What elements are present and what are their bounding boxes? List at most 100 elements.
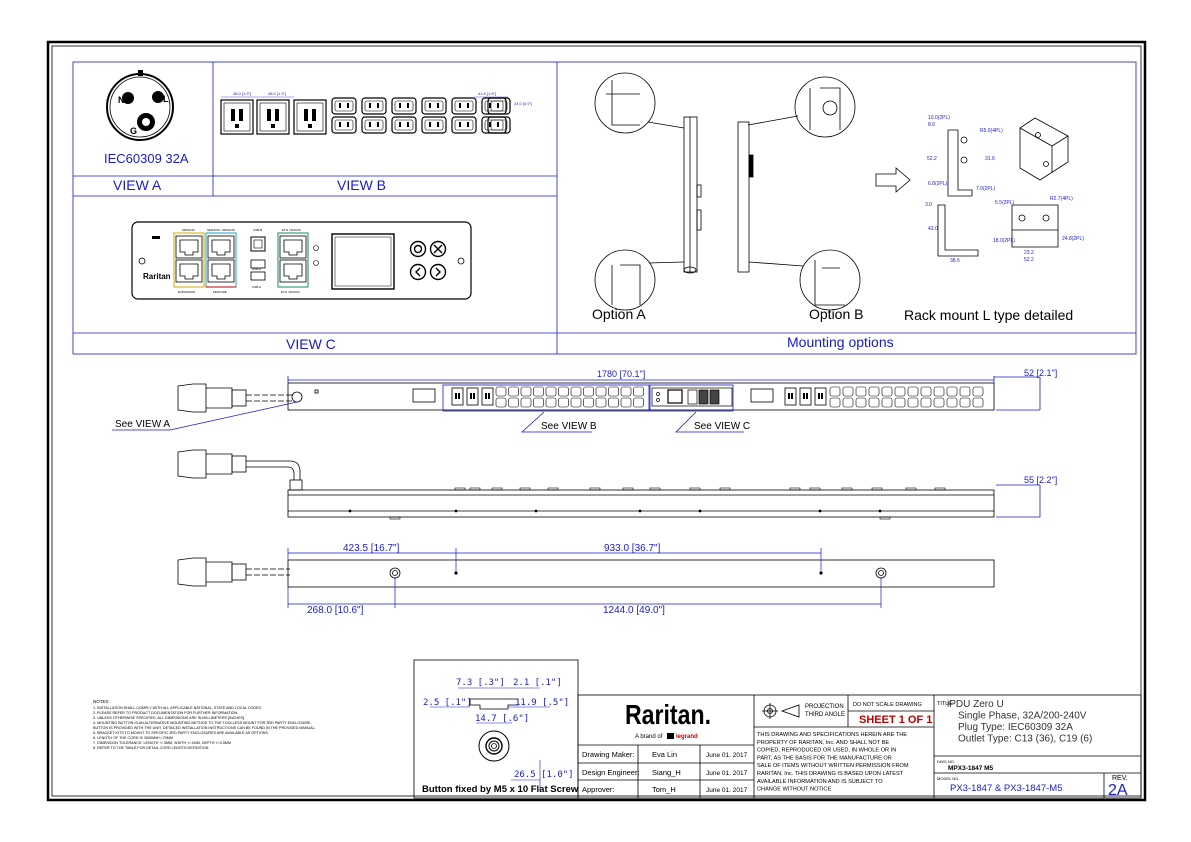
dim-423: 423.5 [16.7"]: [343, 543, 400, 554]
btn-dim-26-5: 26.5 [1.0"]: [514, 770, 574, 780]
c13-outlet-icon: [451, 97, 477, 115]
svg-text:31.6: 31.6: [985, 156, 995, 162]
do-not-scale: DO NOT SCALE DRAWING: [853, 702, 922, 708]
front-c13-outlet-icon: [608, 386, 619, 408]
front-c13-outlet-icon: [855, 386, 867, 408]
name-design-engineer: Siang_H: [652, 768, 681, 777]
btn-dim-7-3: 7.3 [.3"]: [456, 678, 505, 688]
front-c13-outlet-icon: [520, 386, 532, 408]
disclaimer-line: AVAILABLE INFORMATION AND IS SUBJECT TO: [757, 779, 883, 785]
note-line: 5. BRACKET KITS TO MOUNT TO SPECIFIC 3RD…: [93, 731, 269, 735]
title-block-grid: [577, 694, 1142, 799]
front-c19-outlet-icon: [451, 387, 464, 406]
front-c13-outlet-icon: [894, 386, 906, 408]
front-c19-outlet-icon: [814, 387, 827, 406]
c13-outlet-icon: [391, 116, 417, 134]
front-c13-outlet-icon: [583, 386, 594, 408]
dim-width-top: 52 [2.1"]: [1024, 368, 1057, 378]
projection-label: PROJECTION: [805, 704, 844, 710]
front-c19-outlet-icon: [466, 387, 479, 406]
c13-outlet-icon: [331, 97, 357, 115]
date-approver: June 01. 2017: [706, 787, 748, 794]
svg-text:24.8(2PL): 24.8(2PL): [1062, 236, 1084, 242]
rj45-port-icon: [279, 259, 307, 283]
c13-outlet-icon: [421, 97, 447, 115]
disclaimer-line: CHANGE WITHOUT NOTICE.: [757, 787, 833, 793]
front-c13-outlet-icon: [570, 386, 582, 408]
rj45-port-icon: [175, 259, 203, 283]
title-line: Single Phase, 32A/200-240V: [958, 711, 1087, 722]
c19-outlet-icon: [256, 99, 290, 135]
btn-dim-11-9: 11.9 [.5"]: [515, 698, 569, 708]
front-c19-outlet-icon: [784, 387, 797, 406]
ctrl-label-eth: ETH / ENOVA: [282, 228, 301, 232]
title-label: TITLE:: [937, 701, 954, 707]
svg-text:38.6: 38.6: [950, 258, 960, 264]
svg-text:R5.0(4PL): R5.0(4PL): [980, 128, 1003, 134]
btn-dim-2-1: 2.1 [.1"]: [513, 678, 562, 688]
ctrl-label-sensor2: SENSOR / SENSOR: [207, 228, 236, 232]
front-c13-outlet-icon: [533, 386, 544, 408]
option-b-label: Option B: [809, 306, 863, 322]
disclaimer-line: RARITAN, Inc. THIS DRAWING IS BASED UPON…: [757, 771, 904, 777]
front-controller: [651, 387, 733, 407]
logo-sub: A brand of: [635, 734, 663, 740]
ctrl-label-eth2: ETH / ENOVA: [281, 290, 300, 294]
ctrl-label-usbb: USB-B: [253, 228, 262, 232]
front-c13-outlet-icon: [545, 386, 557, 408]
mounting-drawings: [594, 72, 1069, 311]
front-c13-outlet-icon: [633, 386, 644, 408]
svg-text:8.0: 8.0: [928, 122, 935, 128]
pdu-front-view: [177, 382, 995, 413]
svg-text:18.0(2PL): 18.0(2PL): [993, 238, 1015, 244]
bottom-dims: [287, 548, 882, 608]
disclaimer-line: THIS DRAWING AND SPECIFICATIONS HEREIN A…: [757, 732, 907, 738]
name-drawing-maker: Eva Lin: [652, 750, 677, 759]
notes-list: 1. INSTALLATION SHALL COMPLY WITH ALL AP…: [93, 706, 316, 750]
button-detail-panel: 7.3 [.3"] 2.1 [.1"] 2.5 [.1"] 11.9 [.5"]…: [413, 659, 579, 799]
front-c13-outlet-icon: [881, 386, 893, 408]
front-c13-outlet-icon: [558, 386, 569, 408]
svg-text:52.2: 52.2: [1024, 257, 1034, 263]
logo-legrand: legrand: [676, 734, 698, 740]
ctrl-label-expansion: EXPANSION: [178, 290, 195, 294]
title-line: Outlet Type: C13 (36), C19 (6): [958, 734, 1092, 745]
note-line: 2. PLEASE REFER TO PRODUCT DOCUMENTATION…: [93, 711, 238, 715]
pin-l-label: L: [163, 94, 169, 104]
front-c13-outlet-icon: [946, 386, 958, 408]
see-view-b: See VIEW B: [541, 421, 597, 432]
plug-type-label: IEC60309 32A: [104, 151, 189, 166]
sheet-number: SHEET 1 OF 1: [859, 714, 932, 726]
note-line: 3. UNLESS OTHERWISE SPECIFIED, ALL DIMEN…: [93, 716, 245, 720]
svg-text:5.5(2PL): 5.5(2PL): [995, 200, 1015, 206]
view-b-title: VIEW B: [337, 177, 386, 193]
option-a-label: Option A: [592, 306, 646, 322]
svg-text:6.8(2PL): 6.8(2PL): [928, 181, 948, 187]
c13-outlet-icon: [487, 116, 511, 134]
disclaimer-line: SALE OF ITEMS WITHOUT WRITTEN PERMISSION…: [757, 763, 909, 769]
note-line: BUTTON IS PROVIDED WITH THE UNIT. DETAIL…: [93, 726, 316, 730]
disclaimer-line: PART, AS THE BASIS FOR THE MANUFACTURE O…: [757, 755, 892, 761]
front-c13-outlet-icon: [868, 386, 880, 408]
pdu-side-view: [177, 449, 995, 518]
btn-dim-2-5: 2.5 [.1"]: [423, 698, 472, 708]
rj45-port-icon: [279, 235, 307, 259]
rack-mount-label: Rack mount L type detailed: [904, 307, 1073, 323]
role-approver: Approver:: [582, 785, 615, 794]
front-c13-outlet-icon: [933, 386, 945, 408]
controller-brand: Raritan: [143, 272, 171, 281]
rj45-port-icon: [207, 235, 235, 259]
rj45-port-icon: [207, 259, 235, 283]
c13-outlet-icon: [361, 97, 387, 115]
mounting-options-title: Mounting options: [787, 334, 894, 350]
front-c13-outlet-icon: [620, 386, 632, 408]
c13-outlet-icon: [421, 116, 447, 134]
note-line: 1. INSTALLATION SHALL COMPLY WITH ALL AP…: [93, 706, 262, 710]
title-line: Plug Type: IEC60309 32A: [958, 722, 1073, 733]
note-line: 4. MOUNTING BUTTON IS AN ALTERNATIVE MOU…: [93, 721, 312, 725]
ctrl-label-usba1: USB-A: [252, 267, 261, 271]
sheet-border: [46, 40, 1147, 802]
view-c-title: VIEW C: [286, 336, 336, 352]
